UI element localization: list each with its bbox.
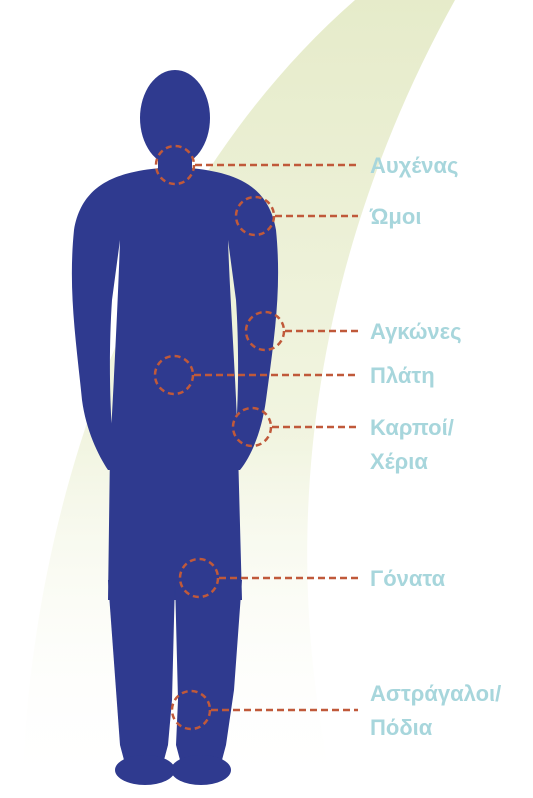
label-neck: Αυχένας — [370, 149, 458, 183]
label-ankles-line2: Πόδια — [370, 711, 501, 745]
label-elbows: Αγκώνες — [370, 315, 462, 349]
label-knees: Γόνατα — [370, 562, 445, 596]
silhouette-right-foot — [171, 755, 231, 785]
label-ankles-line1: Αστράγαλοι/ — [370, 677, 501, 711]
label-wrists-line2: Χέρια — [370, 445, 454, 479]
label-back: Πλάτη — [370, 359, 435, 393]
silhouette-left-foot — [115, 755, 175, 785]
label-ankles: Αστράγαλοι/ Πόδια — [370, 677, 501, 745]
label-shoulders: Ώμοι — [370, 200, 421, 234]
label-wrists-line1: Καρποί/ — [370, 411, 454, 445]
label-wrists: Καρποί/ Χέρια — [370, 411, 454, 479]
